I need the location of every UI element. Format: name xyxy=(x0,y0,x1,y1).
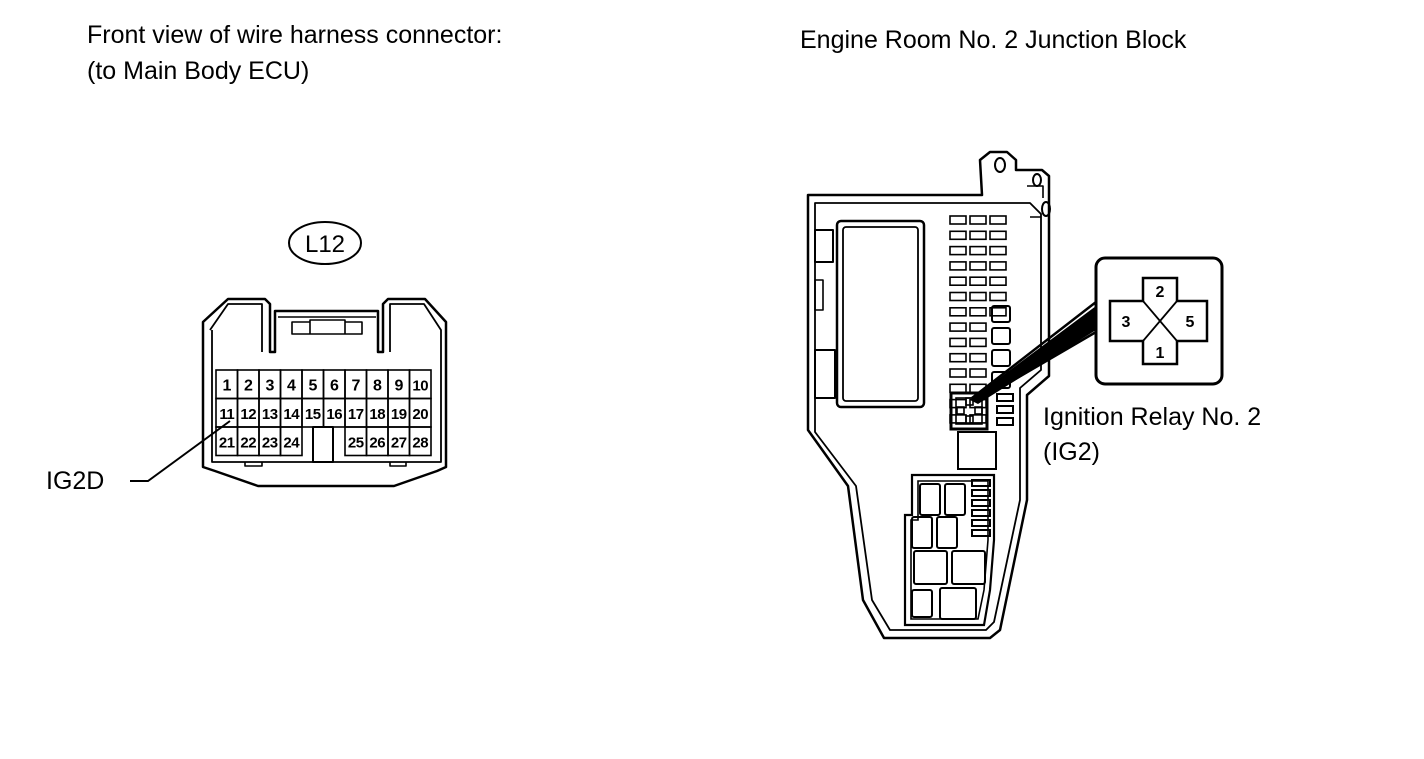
mini-fuse xyxy=(949,322,967,332)
junction-block-body xyxy=(806,150,1051,640)
mini-fuse xyxy=(949,261,967,271)
mini-fuse xyxy=(949,215,967,225)
pin-number: 10 xyxy=(412,377,428,394)
mini-fuse xyxy=(969,291,987,302)
pin-number: 9 xyxy=(395,377,404,394)
ig2d-callout-label: IG2D xyxy=(46,467,105,495)
mini-fuse xyxy=(969,230,987,241)
pin-number: 16 xyxy=(326,406,342,423)
pin-number: 20 xyxy=(412,406,428,423)
mini-fuse xyxy=(969,245,987,256)
pin-number: 28 xyxy=(412,434,428,451)
ig2d-leader-line xyxy=(130,420,231,482)
junction-block-title: Engine Room No. 2 Junction Block xyxy=(800,26,1187,54)
pin-number: 11 xyxy=(219,406,234,423)
connector-title-line1: Front view of wire harness connector: xyxy=(87,21,503,49)
relay-pin-1: 1 xyxy=(1156,345,1165,362)
mini-fuse xyxy=(949,230,967,241)
mini-fuse xyxy=(989,215,1007,225)
fuse-block-details xyxy=(903,305,1014,627)
relay-name-line1: Ignition Relay No. 2 xyxy=(1043,403,1262,431)
mini-fuse xyxy=(989,291,1007,302)
mini-fuse xyxy=(949,337,967,348)
relay-pin-2: 2 xyxy=(1156,284,1165,301)
mini-fuse xyxy=(949,383,967,394)
mini-fuse xyxy=(969,215,987,225)
pin-number: 4 xyxy=(287,377,296,394)
pin-number: 13 xyxy=(262,406,278,423)
pin-number: 1 xyxy=(223,377,232,394)
pin-number: 8 xyxy=(373,377,382,394)
connector-id-text: L12 xyxy=(305,231,345,258)
connector-id-badge: L12 xyxy=(288,221,362,265)
pin-number: 21 xyxy=(219,434,235,451)
pin-number: 12 xyxy=(240,406,256,423)
relay-pin-5: 5 xyxy=(1186,314,1195,331)
mini-fuse xyxy=(989,306,1007,317)
pin-cell xyxy=(408,426,432,457)
mini-fuse xyxy=(989,230,1007,241)
mini-fuse xyxy=(949,276,967,287)
pin-number: 25 xyxy=(348,434,364,451)
pin-number: 17 xyxy=(348,406,364,423)
pin-number: 23 xyxy=(262,434,278,451)
pin-number: 6 xyxy=(330,377,339,394)
pin-number: 19 xyxy=(391,406,407,423)
mini-fuse xyxy=(949,368,967,378)
pin-number: 18 xyxy=(369,406,385,423)
pin-number: 22 xyxy=(240,434,256,451)
pin-number: 15 xyxy=(305,406,321,423)
mini-fuse xyxy=(949,306,967,317)
connector-body xyxy=(201,297,448,488)
pin-number: 24 xyxy=(283,434,300,451)
pin-number: 7 xyxy=(352,377,361,394)
mini-fuse xyxy=(949,291,967,302)
relay-zoom-detail: 2 3 5 1 xyxy=(1094,256,1224,386)
mini-fuse xyxy=(949,245,967,256)
pin-number: 2 xyxy=(244,377,253,394)
connector-title-line2: (to Main Body ECU) xyxy=(87,57,310,85)
mini-fuse xyxy=(949,352,967,363)
pin-number: 3 xyxy=(266,377,275,394)
pin-number: 26 xyxy=(369,434,385,451)
mini-fuse xyxy=(969,337,987,348)
mini-fuse xyxy=(989,245,1007,256)
zoom-callout-wedge xyxy=(970,306,1096,404)
mini-fuse xyxy=(969,261,987,271)
pin-cell xyxy=(279,426,303,457)
mini-fuse xyxy=(989,261,1007,271)
mini-fuse xyxy=(969,322,987,332)
relay-pin-3: 3 xyxy=(1122,314,1131,331)
pin-number: 27 xyxy=(391,434,407,451)
relay-name-line2: (IG2) xyxy=(1043,438,1100,466)
pin-number: 5 xyxy=(309,377,318,394)
pin-number: 14 xyxy=(283,406,300,423)
mini-fuse xyxy=(969,368,987,378)
mini-fuse xyxy=(969,276,987,287)
mini-fuse xyxy=(969,306,987,317)
mini-fuse xyxy=(969,352,987,363)
mini-fuse xyxy=(989,276,1007,287)
